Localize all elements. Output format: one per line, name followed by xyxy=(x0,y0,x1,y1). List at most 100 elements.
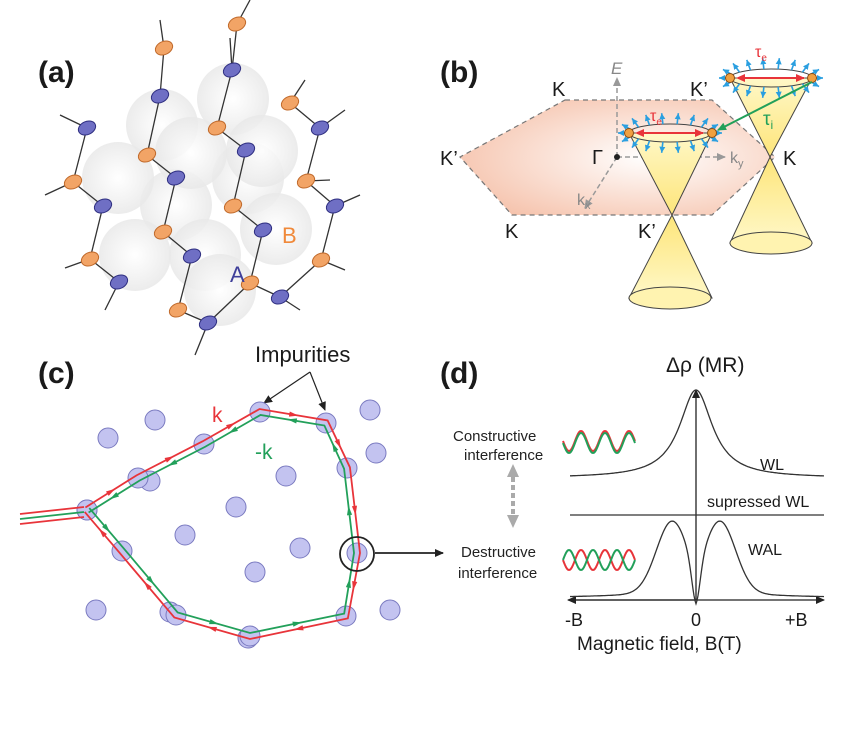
path-direction-arrow xyxy=(168,459,178,466)
axis-ky-label: ky xyxy=(730,150,744,170)
tau-i-label: τi xyxy=(763,109,773,132)
interference-waves xyxy=(562,429,636,572)
y-axis-title: Δρ (MR) xyxy=(666,354,744,377)
state-node xyxy=(807,73,817,83)
spin-arrow xyxy=(700,117,709,128)
atom-site-b xyxy=(240,275,260,291)
kprime-label-left: K’ xyxy=(440,148,458,170)
axis-kx-label: kx xyxy=(577,192,591,212)
atom-site-a xyxy=(310,120,330,136)
impurity xyxy=(346,542,368,564)
spin-arrow xyxy=(659,113,666,125)
lattice-bond xyxy=(159,47,165,97)
atom-site-b xyxy=(207,120,227,136)
impurity xyxy=(85,599,107,621)
atom-site-b xyxy=(311,252,331,268)
x-tick-plus-b: +B xyxy=(785,610,808,630)
hexagon-cell xyxy=(226,115,298,187)
destructive-label-line1: Destructive xyxy=(461,544,536,561)
curve-wl-label: WL xyxy=(760,457,784,474)
atom-site-b xyxy=(153,224,173,240)
impurity xyxy=(275,465,297,487)
spin-arrow xyxy=(674,141,681,153)
path-k xyxy=(84,408,361,640)
scattering-paths xyxy=(19,408,361,640)
axis-e-label: E xyxy=(611,59,623,78)
atom-site-a xyxy=(253,222,273,238)
gamma-point xyxy=(614,154,620,160)
lattice-bond xyxy=(177,255,193,311)
spin-arrow xyxy=(700,138,709,149)
atom-site-a xyxy=(166,170,186,186)
impurity xyxy=(359,399,381,421)
atom-site-b xyxy=(227,16,247,32)
constructive-label-line2: interference xyxy=(464,447,543,464)
atom-site-a xyxy=(93,198,113,214)
kprime-label-top: K’ xyxy=(690,79,708,101)
spin-arrow xyxy=(760,58,767,70)
spin-arrow xyxy=(631,117,640,128)
tau-e-label: τe xyxy=(755,44,767,64)
spin-arrow xyxy=(775,86,782,98)
path-direction-arrow xyxy=(345,578,351,588)
impurity xyxy=(379,599,401,621)
state-node xyxy=(707,128,717,138)
impurity-pointer xyxy=(263,371,311,404)
panel-b: (b) E ky kx Γ xyxy=(440,44,823,310)
path-minus-k xyxy=(88,414,355,634)
spin-arrow xyxy=(760,86,767,98)
panel-c-label: (c) xyxy=(38,357,75,390)
state-node xyxy=(725,73,735,83)
x-axis-title: Magnetic field, B(T) xyxy=(577,634,742,655)
state-node xyxy=(624,128,634,138)
lattice-bond xyxy=(146,95,161,156)
spin-arrow xyxy=(674,113,681,125)
hexagon-cell xyxy=(240,193,312,265)
x-tick-minus-b: -B xyxy=(565,610,583,630)
spin-arrow xyxy=(631,138,640,149)
path-direction-arrow xyxy=(352,581,358,591)
path-direction-arrow xyxy=(143,581,152,591)
impurity xyxy=(239,625,261,647)
lattice-bond xyxy=(232,149,247,207)
path-direction-arrow xyxy=(109,492,120,500)
path-direction-arrow xyxy=(346,505,353,516)
spin-arrow xyxy=(775,58,782,70)
path-direction-arrow xyxy=(226,422,236,430)
lead-minus-k xyxy=(19,511,85,520)
impurity-pointer xyxy=(309,371,326,411)
dirac-cone-kprime xyxy=(628,123,713,310)
path-direction-arrow xyxy=(294,625,304,631)
gamma-label: Γ xyxy=(592,147,603,169)
path-direction-arrow xyxy=(351,505,358,516)
lead-k xyxy=(19,516,85,525)
impurity xyxy=(244,561,266,583)
spin-arrow xyxy=(644,140,651,152)
lattice-bond xyxy=(249,229,264,284)
x-tick-zero: 0 xyxy=(691,610,701,630)
destructive-wave-minus-k xyxy=(562,548,636,572)
atom-site-a xyxy=(182,248,202,264)
spin-arrow xyxy=(659,141,666,153)
graphene-lattice xyxy=(44,0,361,356)
spin-arrow xyxy=(732,62,741,73)
curve-wl xyxy=(570,389,824,477)
lattice-bond xyxy=(162,177,177,233)
curve-suppressed-label: supressed WL xyxy=(707,494,809,511)
impurity xyxy=(225,496,247,518)
atom-site-a xyxy=(222,62,242,78)
impurity xyxy=(335,605,357,627)
path-k-label: k xyxy=(212,404,223,427)
path-direction-arrow xyxy=(287,418,298,424)
impurity xyxy=(76,499,98,521)
atom-site-b xyxy=(280,95,300,111)
lattice-bond xyxy=(231,23,238,71)
constructive-wave-minus-k xyxy=(562,431,636,455)
path-direction-arrow xyxy=(105,488,116,496)
path-direction-arrow xyxy=(332,442,339,453)
spin-arrow xyxy=(745,85,752,97)
spin-arrow xyxy=(689,140,696,152)
spin-arrow xyxy=(689,114,696,126)
intervalley-scattering-arrow xyxy=(717,81,813,131)
